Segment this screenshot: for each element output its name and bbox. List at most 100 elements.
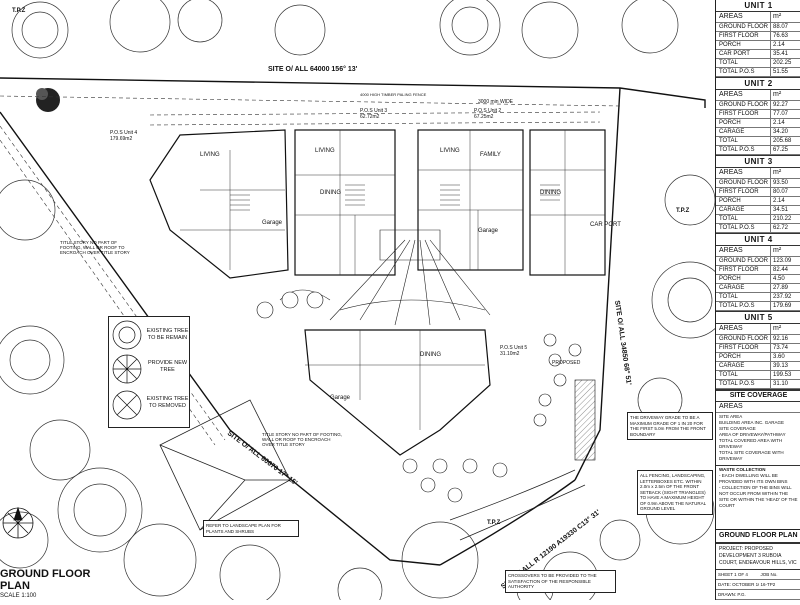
garage-unit5: Garage (330, 395, 350, 401)
areas-label: AREAS (716, 12, 770, 22)
area-name: CARAGE (716, 362, 770, 370)
areas-label: AREAS (716, 246, 770, 256)
area-name: PORCH (716, 119, 770, 127)
area-value: 2.14 (770, 197, 800, 205)
area-value: 2.14 (770, 119, 800, 127)
title-block-footer: SHEET 1 OF 4 JOB No. DATE: OCTOBER 16 16… (716, 569, 800, 600)
north-arrow (3, 508, 33, 538)
area-value: 73.74 (770, 344, 800, 352)
area-value: 34.51 (770, 206, 800, 214)
coverage-areas-label: AREAS (716, 402, 800, 412)
area-name: TOTAL (716, 137, 770, 145)
area-value: 27.89 (770, 284, 800, 292)
room-living-unit4: LIVING (200, 152, 220, 158)
tpz-label-bottom: T.P.Z (487, 520, 500, 526)
proposed-label: PROPOSED (552, 360, 580, 366)
area-value: 179.69 (770, 302, 800, 310)
crossover-note: CROSSOVERS TO BE PROVIDED TO THE SATISFA… (505, 570, 616, 593)
room-family-unit2: FAMILY (480, 152, 501, 158)
area-value: 92.16 (770, 335, 800, 343)
area-value: 35.41 (770, 50, 800, 58)
legend-remain-text: EXISTING TREE TO BE REMAIN (145, 328, 190, 342)
waste-line-1: - EACH DWELLING WILL BE PROVIDED WITH IT… (719, 473, 798, 485)
hatched-slab (575, 380, 595, 460)
unit-label: m² (770, 168, 800, 178)
drawing-title-block: GROUND FLOOR PLAN SCALE 1:100 (0, 562, 100, 600)
area-value: 76.63 (770, 32, 800, 40)
area-name: TOTAL (716, 215, 770, 223)
title-story-note-1: TITLE STORY NO PART OF FOOTING, WALL OR … (60, 240, 130, 255)
area-name: GROUND FLOOR (716, 101, 770, 109)
room-dining-unit1: DINING (540, 190, 561, 196)
area-name: CARAGE (716, 206, 770, 214)
area-value: 3.60 (770, 353, 800, 361)
area-value: 4.50 (770, 275, 800, 283)
unit-label: m² (770, 246, 800, 256)
area-name: GROUND FLOOR (716, 257, 770, 265)
pos-unit5: P.O.S Unit 5 31.10m2 (500, 345, 540, 357)
area-name: GROUND FLOOR (716, 335, 770, 343)
areas-label: AREAS (716, 168, 770, 178)
footer-sheet: SHEET 1 OF 4 (716, 570, 759, 580)
area-value: 210.22 (770, 215, 800, 223)
room-dining-unit3: DINING (320, 190, 341, 196)
site-coverage-title: SITE COVERAGE (716, 390, 800, 402)
footer-drawn: DRAWN: P.G. (716, 590, 759, 600)
driveway-grade-note: THE DRIVEWAY GRADE TO BE A MAXIMUM GRADE… (627, 412, 713, 440)
area-name: CARAGE (716, 284, 770, 292)
tpz-label-right: T.P.Z (676, 208, 689, 214)
area-name: PORCH (716, 353, 770, 361)
area-name: GROUND FLOOR (716, 179, 770, 187)
area-value: 62.72 (770, 224, 800, 232)
areas-label: AREAS (716, 324, 770, 334)
unit-title: UNIT 3 (716, 156, 800, 168)
unit-title: UNIT 2 (716, 78, 800, 90)
area-value: 51.55 (770, 68, 800, 76)
area-name: TOTAL P.O.S (716, 224, 770, 232)
area-name: CARAGE (716, 128, 770, 136)
site-plan-drawing (0, 0, 715, 600)
room-living-unit3: LIVING (315, 148, 335, 154)
footer-job: JOB No. (759, 570, 800, 580)
area-name: FIRST FLOOR (716, 188, 770, 196)
area-value: 123.09 (770, 257, 800, 265)
unit-label: m² (770, 324, 800, 334)
unit-label: m² (770, 90, 800, 100)
area-name: PORCH (716, 275, 770, 283)
area-name: TOTAL P.O.S (716, 302, 770, 310)
fence-note: 4000 HIGH TIMBER PALING FENCE (360, 92, 426, 97)
crossover (450, 470, 585, 540)
area-name: TOTAL P.O.S (716, 68, 770, 76)
area-name: CAR PORT (716, 50, 770, 58)
area-name: PORCH (716, 197, 770, 205)
area-value: 205.68 (770, 137, 800, 145)
garage-unit4: Garage (262, 220, 282, 226)
area-name: FIRST FLOOR (716, 32, 770, 40)
area-value: 202.25 (770, 59, 800, 67)
site-coverage-header: AREAS (716, 402, 800, 413)
